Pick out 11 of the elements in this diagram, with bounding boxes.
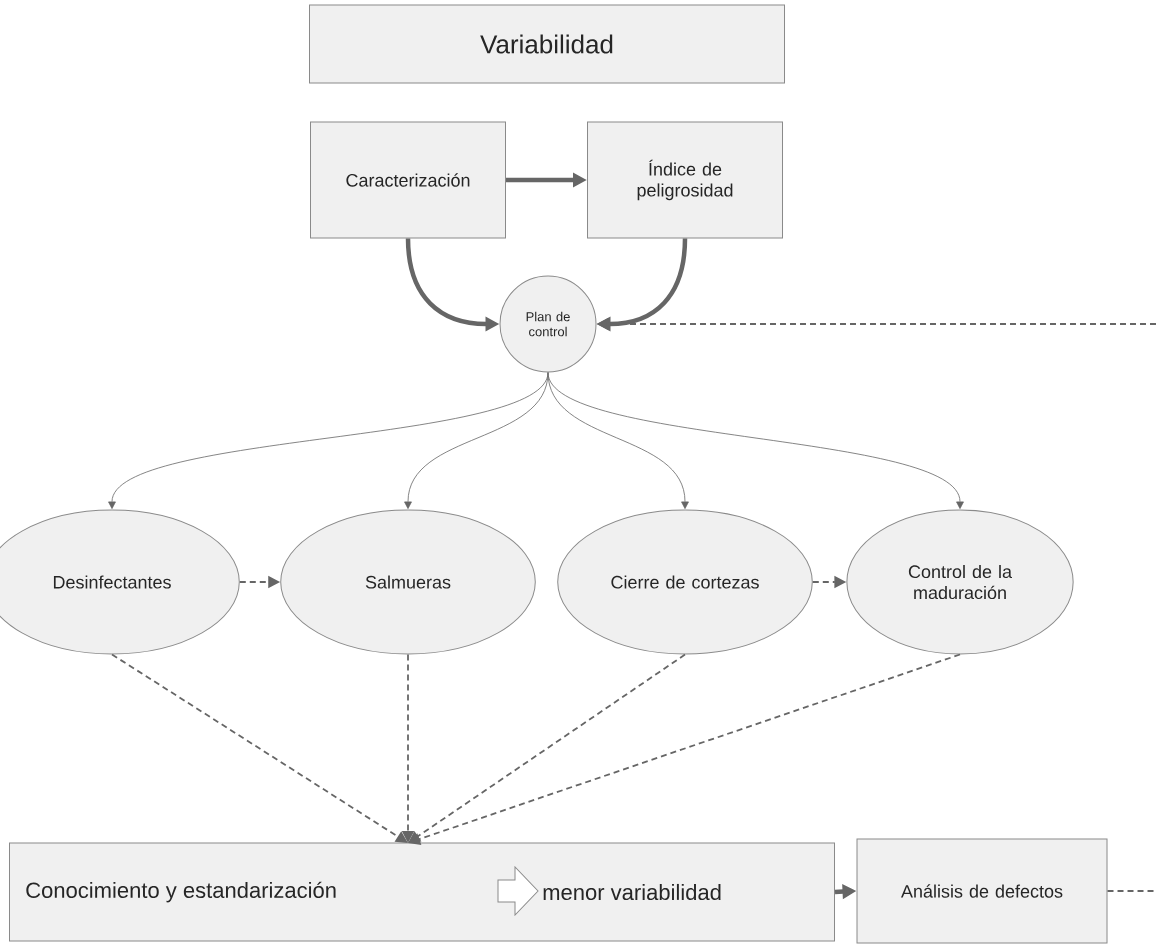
arrow [111, 653, 408, 843]
result-box [9, 842, 835, 942]
process-box: Índice de peligrosidad [587, 121, 783, 239]
node-text: Conocimiento y estandarización [26, 881, 336, 903]
process-box: Caracterización [310, 121, 506, 239]
arrow [547, 372, 689, 509]
process-box: Análisis de defectos [856, 838, 1108, 944]
title-box: Variabilidad [309, 4, 785, 84]
arrow [404, 372, 549, 509]
arrow [547, 372, 964, 509]
node-text: menor variabilidad [543, 883, 721, 901]
